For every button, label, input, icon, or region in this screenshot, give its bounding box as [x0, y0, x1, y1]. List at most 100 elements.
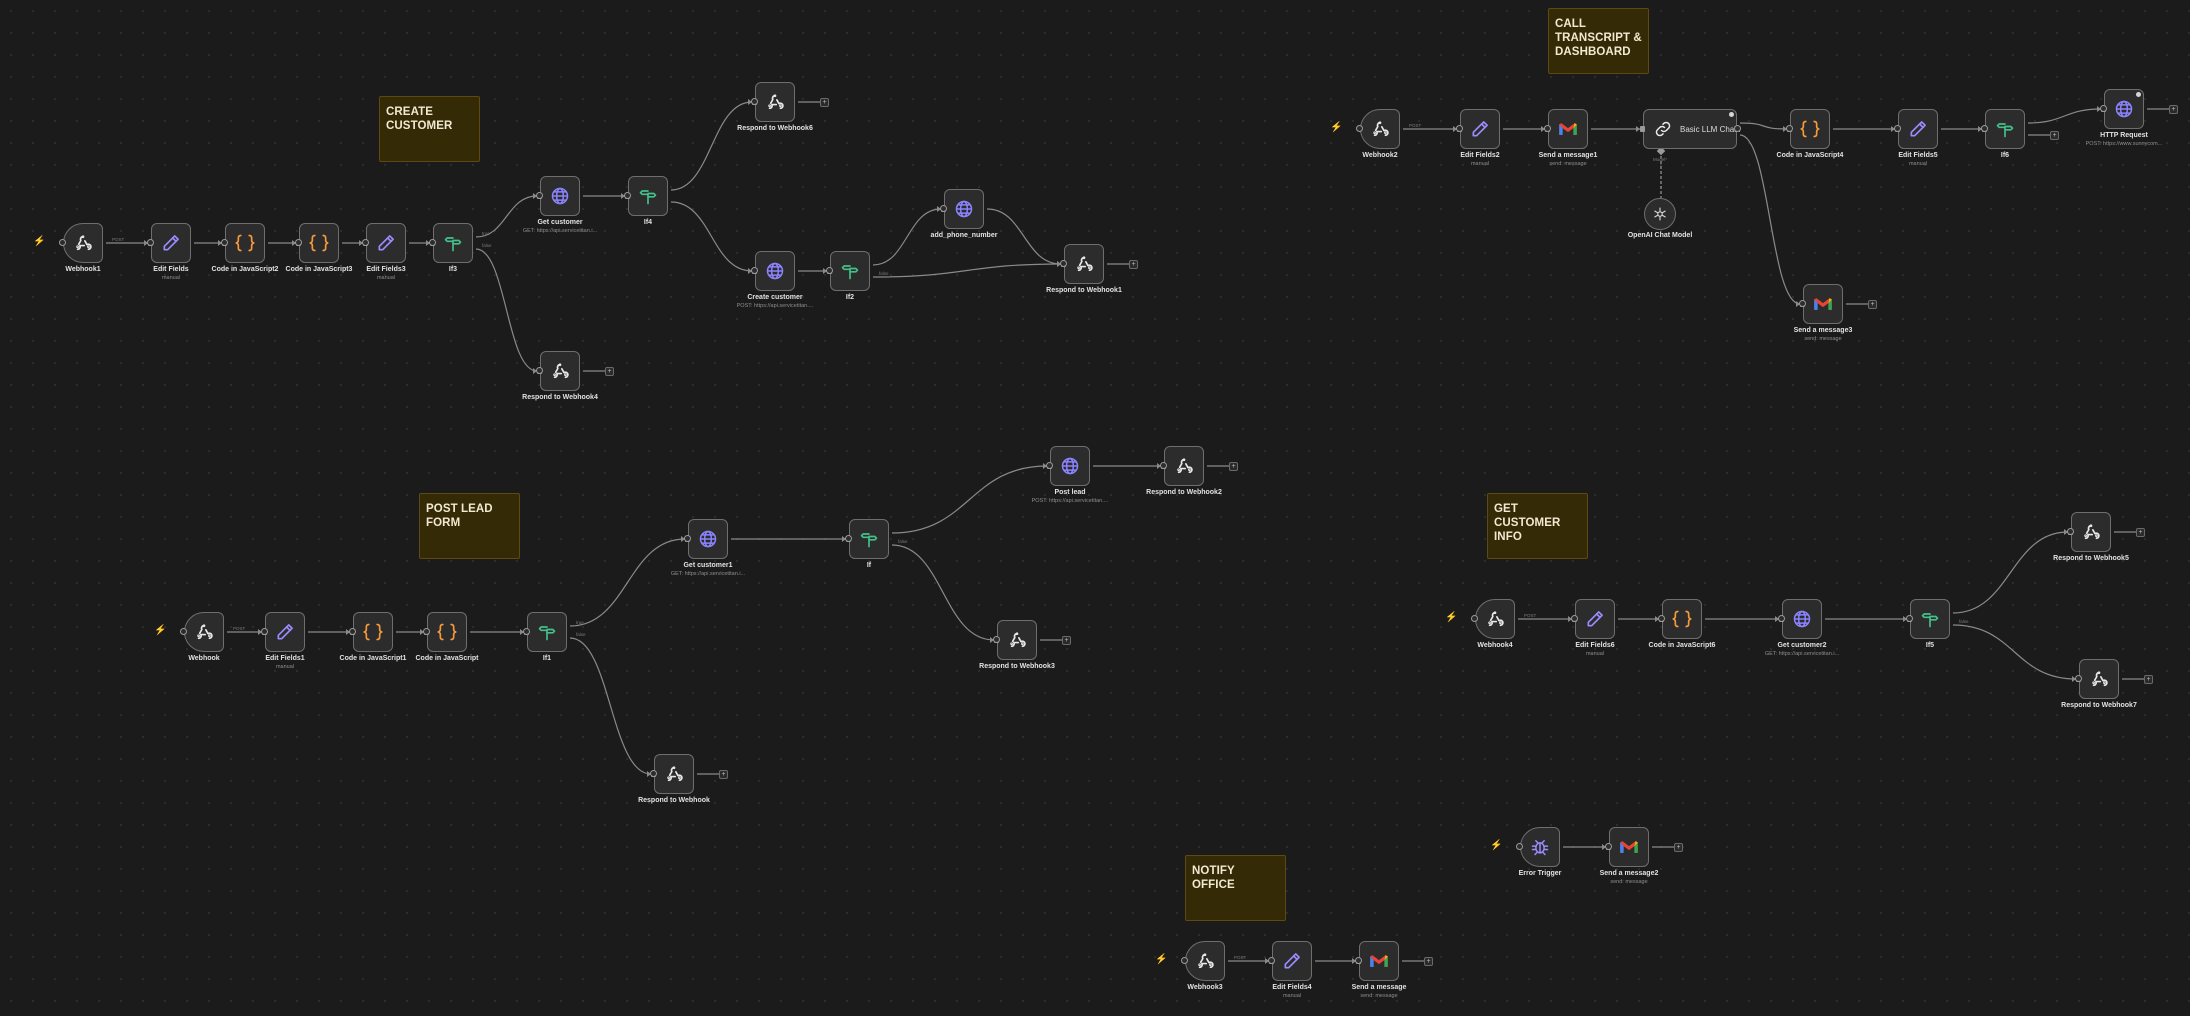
sticky-post-lead-form[interactable]: POST LEAD FORM — [419, 493, 520, 559]
output-port[interactable] — [1060, 260, 1067, 267]
output-port[interactable] — [1544, 125, 1551, 132]
output-port[interactable] — [180, 628, 187, 635]
output-port[interactable] — [1894, 125, 1901, 132]
output-port[interactable] — [1734, 125, 1741, 132]
node-body[interactable] — [654, 754, 694, 794]
node-body[interactable] — [540, 351, 580, 391]
node-body[interactable] — [2079, 659, 2119, 699]
node-body[interactable] — [1164, 446, 1204, 486]
node-body[interactable] — [1185, 941, 1225, 981]
connection-llmchain-sendmsg3[interactable] — [1739, 134, 1801, 305]
add-node-plus-icon[interactable]: + — [2169, 104, 2178, 114]
output-port[interactable] — [523, 628, 530, 635]
node-body[interactable] — [1575, 599, 1615, 639]
output-port[interactable] — [751, 98, 758, 105]
node-body[interactable] — [755, 82, 795, 122]
output-port[interactable] — [2067, 528, 2074, 535]
node-body[interactable] — [688, 519, 728, 559]
output-port[interactable] — [826, 267, 833, 274]
output-port[interactable] — [751, 267, 758, 274]
output-port[interactable] — [1268, 957, 1275, 964]
node-body[interactable] — [366, 223, 406, 263]
node-body[interactable] — [1803, 284, 1843, 324]
connection-if5-respond5[interactable] — [1952, 531, 2069, 614]
output-port[interactable] — [423, 628, 430, 635]
add-node-plus-icon[interactable]: + — [2144, 674, 2153, 684]
output-port[interactable] — [536, 367, 543, 374]
output-port[interactable] — [1356, 125, 1363, 132]
node-body[interactable] — [849, 519, 889, 559]
node-body[interactable] — [1898, 109, 1938, 149]
node-body[interactable] — [299, 223, 339, 263]
output-port[interactable] — [1778, 615, 1785, 622]
node-body[interactable] — [1985, 109, 2025, 149]
node-body[interactable]: Basic LLM Chain — [1643, 109, 1740, 149]
node-body[interactable] — [755, 251, 795, 291]
node-body[interactable] — [427, 612, 467, 652]
sticky-create-customer[interactable]: CREATE CUSTOMER — [379, 96, 480, 162]
output-port[interactable] — [993, 636, 1000, 643]
add-node-plus-icon[interactable]: + — [2136, 527, 2145, 537]
output-port[interactable] — [59, 239, 66, 246]
node-body[interactable] — [944, 189, 984, 229]
output-port[interactable] — [1786, 125, 1793, 132]
node-body[interactable] — [997, 620, 1037, 660]
connection-if4-createcustomer[interactable] — [670, 201, 753, 272]
node-body[interactable] — [1050, 446, 1090, 486]
node-body[interactable] — [830, 251, 870, 291]
sticky-get-customer-info[interactable]: GET CUSTOMER INFO — [1487, 493, 1588, 559]
add-node-plus-icon[interactable]: + — [1062, 635, 1071, 645]
node-body[interactable] — [63, 223, 103, 263]
node-body[interactable] — [184, 612, 224, 652]
output-port[interactable] — [2100, 105, 2107, 112]
node-body[interactable] — [2071, 512, 2111, 552]
sticky-call-transcript[interactable]: CALL TRANSCRIPT & DASHBOARD — [1548, 8, 1649, 74]
output-port[interactable] — [261, 628, 268, 635]
sticky-notify-office[interactable]: NOTIFY OFFICE — [1185, 855, 1286, 921]
output-port[interactable] — [1605, 843, 1612, 850]
add-node-plus-icon[interactable]: + — [1424, 956, 1433, 966]
output-port[interactable] — [1658, 615, 1665, 622]
node-body[interactable] — [527, 612, 567, 652]
output-port[interactable] — [362, 239, 369, 246]
output-port[interactable] — [1471, 615, 1478, 622]
output-port[interactable] — [147, 239, 154, 246]
connection-if4-respond6[interactable] — [670, 101, 753, 191]
output-port[interactable] — [295, 239, 302, 246]
add-node-plus-icon[interactable]: + — [719, 769, 728, 779]
output-port[interactable] — [1906, 615, 1913, 622]
connection-if1-getcustomer1[interactable] — [569, 538, 686, 627]
output-port[interactable] — [940, 205, 947, 212]
output-port[interactable] — [650, 770, 657, 777]
connection-if-respond3[interactable] — [891, 544, 995, 641]
output-port[interactable] — [1160, 462, 1167, 469]
add-node-plus-icon[interactable]: + — [820, 97, 829, 107]
output-port[interactable] — [429, 239, 436, 246]
output-port[interactable] — [1181, 957, 1188, 964]
output-port[interactable] — [1799, 300, 1806, 307]
output-port[interactable] — [684, 535, 691, 542]
node-body[interactable] — [1644, 198, 1676, 230]
output-port[interactable] — [536, 192, 543, 199]
node-body[interactable] — [151, 223, 191, 263]
node-body[interactable] — [353, 612, 393, 652]
output-port[interactable] — [2075, 675, 2082, 682]
add-node-plus-icon[interactable]: + — [1868, 299, 1877, 309]
output-port[interactable] — [624, 192, 631, 199]
output-port[interactable] — [1456, 125, 1463, 132]
node-body[interactable] — [1360, 109, 1400, 149]
node-body[interactable] — [265, 612, 305, 652]
node-body[interactable] — [1548, 109, 1588, 149]
add-node-plus-icon[interactable]: + — [605, 366, 614, 376]
node-body[interactable] — [1520, 827, 1560, 867]
output-port[interactable] — [1571, 615, 1578, 622]
node-body[interactable] — [1790, 109, 1830, 149]
output-port[interactable] — [1981, 125, 1988, 132]
node-body[interactable] — [628, 176, 668, 216]
node-body[interactable] — [2104, 89, 2144, 129]
node-body[interactable] — [1460, 109, 1500, 149]
connection-llmchain-codejs4[interactable] — [1739, 122, 1788, 130]
node-body[interactable] — [1272, 941, 1312, 981]
node-body[interactable] — [1475, 599, 1515, 639]
